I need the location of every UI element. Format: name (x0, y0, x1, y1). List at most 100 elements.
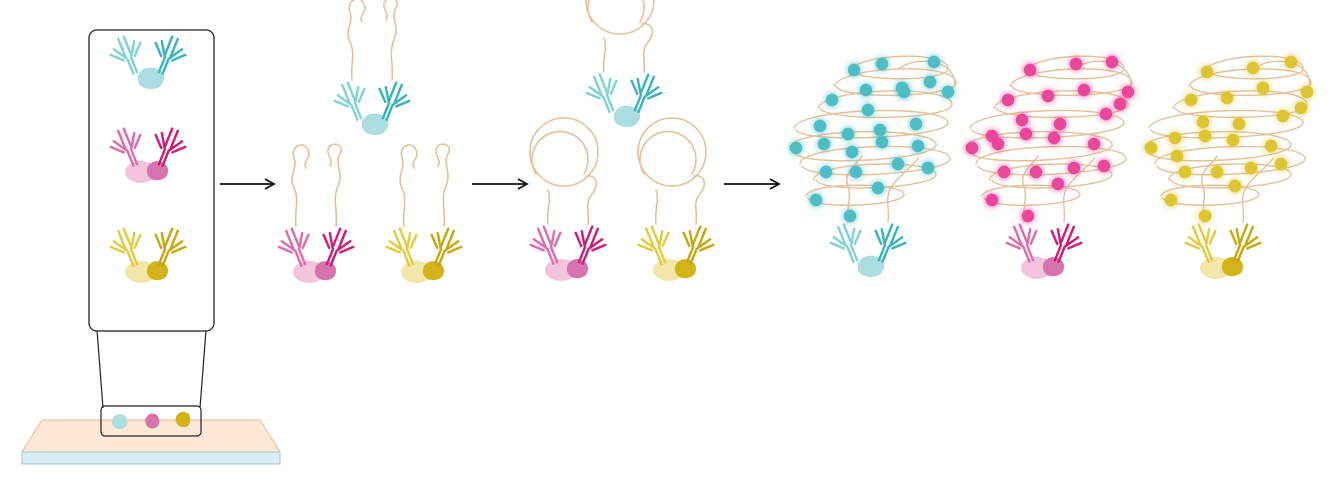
antibody-icon (333, 81, 366, 121)
fluorescent-probe-dot-icon (1184, 93, 1198, 107)
fluorescent-probe-dot-icon (1121, 85, 1135, 99)
dna-primer-strand-icon (383, 0, 399, 81)
fluorescent-probe-dot-icon (911, 139, 925, 153)
circular-dna-template-icon (637, 117, 707, 187)
fluorescent-probe-dot-icon (1041, 89, 1055, 103)
dna-primer-strand-icon (641, 22, 654, 73)
fluorescent-probe-dot-icon (1023, 63, 1037, 77)
fluorescent-probe-dot-icon (921, 161, 935, 175)
fluorescent-probe-dot-icon (1051, 177, 1065, 191)
fluorescent-probe-dot-icon (1001, 93, 1015, 107)
antibody-icon (874, 223, 907, 263)
fluorescent-probe-dot-icon (1246, 61, 1260, 75)
fluorescent-probe-dot-icon (1300, 85, 1314, 99)
antibody-icon (154, 227, 187, 267)
antigen-blob-icon (422, 261, 445, 281)
antigen-blob-icon (111, 411, 191, 430)
fluorescent-probe-dot-icon (847, 63, 861, 77)
fluorescent-probe-dot-icon (1029, 165, 1043, 179)
fluorescent-probe-dot-icon (985, 129, 999, 143)
fluorescent-probe-dot-icon (849, 165, 863, 179)
fluorescent-probe-dot-icon (897, 85, 911, 99)
dna-primer-strand-icon (693, 174, 706, 225)
fluorescent-probe-dot-icon (1178, 165, 1192, 179)
fluorescent-probe-dot-icon (927, 55, 941, 69)
fluorescent-probe-dot-icon (1047, 131, 1061, 145)
fluorescent-probe-dot-icon (843, 209, 857, 223)
dna-primer-strand-icon (585, 174, 598, 225)
fluorescent-probe-dot-icon (1200, 65, 1214, 79)
fluorescent-probe-dot-icon (1077, 83, 1091, 97)
antigen-blob-icon (1221, 257, 1244, 277)
antigen-blob-icon (137, 67, 165, 90)
antibody-icon (277, 227, 310, 267)
fluorescent-probe-dot-icon (1276, 109, 1290, 123)
antibody-icon (1229, 223, 1262, 263)
circle-panel (529, 0, 715, 281)
fluorescent-probe-dot-icon (1196, 115, 1210, 129)
fluorescent-probe-dot-icon (1099, 107, 1113, 121)
antigen-blob-icon (314, 261, 337, 281)
dna-primer-strand-icon (347, 0, 366, 81)
antigen-blob-icon (1042, 257, 1065, 277)
fluorescent-probe-dot-icon (841, 127, 855, 141)
antigen-blob-icon (857, 255, 885, 278)
antibody-icon (378, 81, 411, 121)
antibody-icon (1184, 223, 1217, 263)
fluorescent-probe-dot-icon (825, 93, 839, 107)
fluorescent-probe-dot-icon (1067, 161, 1081, 175)
fluorescent-probe-dot-icon (1232, 117, 1246, 131)
dna-primer-strand-icon (546, 189, 551, 225)
antibody-icon (585, 73, 618, 113)
antibody-icon (109, 127, 142, 167)
dna-primer-strand-icon (602, 37, 607, 73)
fluorescent-probe-dot-icon (1256, 81, 1270, 95)
fluorescent-probe-dot-icon (873, 123, 887, 137)
fluorescent-probe-dot-icon (909, 117, 923, 131)
antigen-blob-icon (613, 105, 641, 128)
fluorescent-probe-dot-icon (891, 157, 905, 171)
antibody-icon (1005, 223, 1038, 263)
fluorescent-probe-dot-icon (1097, 159, 1111, 173)
fluorescent-probe-dot-icon (1226, 133, 1240, 147)
antibody-icon (154, 35, 187, 75)
fluorescent-probe-dot-icon (1244, 161, 1258, 175)
fluorescent-probe-dot-icon (1220, 91, 1234, 105)
dna-primer-strand-icon (327, 143, 343, 227)
binding-panel (277, 0, 463, 283)
dna-primer-strand-icon (291, 144, 310, 227)
rolling-circle-amplification-icon (1144, 55, 1312, 206)
antigen-blob-icon (361, 113, 389, 136)
antibody-icon (574, 225, 607, 265)
fluorescent-probe-dot-icon (871, 181, 885, 195)
antibody-icon (322, 227, 355, 267)
dna-primer-strand-icon (399, 144, 418, 227)
antigen-blob-icon (146, 261, 169, 281)
antibody-icon (529, 225, 562, 265)
antibody-icon (829, 223, 862, 263)
fluorescent-probe-dot-icon (997, 165, 1011, 179)
circular-dna-template-icon (585, 0, 655, 35)
fluorescent-probe-dot-icon (1021, 209, 1035, 223)
fluorescent-probe-dot-icon (1198, 209, 1212, 223)
fluorescent-probe-dot-icon (875, 57, 889, 71)
antibody-icon (682, 225, 715, 265)
dna-primer-strand-icon (435, 143, 451, 227)
antigen-blob-icon (146, 161, 169, 181)
fluorescent-probe-dot-icon (965, 141, 979, 155)
fluorescent-probe-dot-icon (1019, 127, 1033, 141)
antibody-icon (630, 73, 663, 113)
fluorescent-probe-dot-icon (1164, 193, 1178, 207)
amplification-panel (789, 55, 1314, 279)
fluorescent-probe-dot-icon (817, 137, 831, 151)
fluorescent-probe-dot-icon (1170, 149, 1184, 163)
fluorescent-probe-dot-icon (809, 193, 823, 207)
antibody-icon (385, 227, 418, 267)
circular-dna-template-icon (529, 117, 599, 187)
fluorescent-probe-dot-icon (1228, 179, 1242, 193)
antibody-icon (1050, 223, 1083, 263)
fluorescent-probe-dot-icon (1144, 141, 1158, 155)
fluorescent-probe-dot-icon (1210, 165, 1224, 179)
fluorescent-probe-dot-icon (1069, 57, 1083, 71)
